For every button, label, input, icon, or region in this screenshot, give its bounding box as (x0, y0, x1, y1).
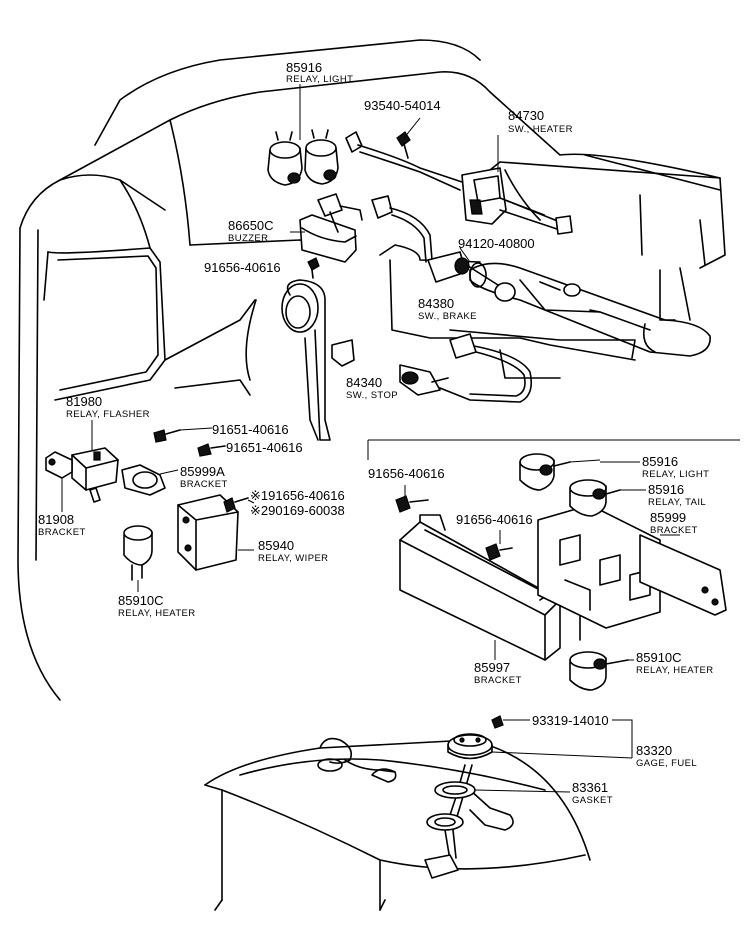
part-number: 81908 (38, 512, 74, 527)
label-85997: 85997 BRACKET (474, 660, 522, 686)
part-number: 86650C (228, 218, 274, 233)
screw-91656-c (485, 530, 513, 561)
part-desc: RELAY, FLASHER (66, 409, 150, 420)
heater-relay-85910c-left (123, 525, 153, 592)
label-83361: 83361 GASKET (572, 780, 613, 806)
label-85916-r1: 85916 RELAY, LIGHT (642, 454, 709, 480)
label-86650c: 86650C BUZZER (228, 218, 274, 244)
label-91656-b: 91656-40616 (368, 466, 445, 481)
label-94120: 94120-40800 (458, 236, 535, 251)
label-91651-b: 91651-40616 (226, 440, 303, 455)
screw-91651-a (153, 427, 213, 443)
label-83320: 83320 GAGE, FUEL (636, 743, 697, 769)
part-number: 84380 (418, 296, 454, 311)
screw-91651-b (197, 443, 226, 457)
label-85916-r2: 85916 RELAY, TAIL (648, 482, 706, 508)
part-number: 85997 (474, 660, 510, 675)
wiper-relay-85940 (177, 494, 254, 571)
part-desc: RELAY, TAIL (648, 497, 706, 508)
part-desc: SW., HEATER (508, 124, 573, 135)
part-desc: BRACKET (38, 527, 86, 538)
label-85910c-left: 85910C RELAY, HEATER (118, 593, 196, 619)
label-93319: 93319-14010 (532, 713, 609, 728)
label-91656-c: 91656-40616 (456, 512, 533, 527)
part-number: 85910C (118, 593, 164, 608)
brake-pedal-arm (281, 279, 355, 441)
part-number: 83320 (636, 743, 672, 758)
ln-bracket-box (367, 439, 740, 460)
part-number: 85999 (650, 510, 686, 525)
bracket-85999a (121, 464, 179, 496)
part-desc: BRACKET (180, 479, 228, 490)
gasket-83361 (426, 781, 571, 831)
screw-91656-a (307, 257, 320, 279)
part-desc: BRACKET (474, 675, 522, 686)
part-desc: SW., STOP (346, 390, 398, 401)
fuel-tank (204, 737, 591, 911)
relay-tail-85916-right (569, 479, 621, 517)
label-84730: 84730 SW., HEATER (508, 108, 573, 135)
heater-relay-85910c-right (569, 651, 629, 691)
label-85916-top: 85916 RELAY, LIGHT (286, 60, 353, 85)
label-81908: 81908 BRACKET (38, 512, 86, 538)
part-number: 85916 (642, 454, 678, 469)
label-81980: 81980 RELAY, FLASHER (66, 394, 150, 420)
part-desc: RELAY, HEATER (636, 665, 714, 676)
part-number: 84730 (508, 108, 544, 123)
steering-column (469, 262, 711, 357)
part-desc: GAGE, FUEL (636, 758, 697, 769)
buzzer-86650c (290, 193, 363, 263)
label-85910c-right: 85910C RELAY, HEATER (636, 650, 714, 676)
part-number: 85910C (636, 650, 682, 665)
part-number: 85916 (286, 60, 322, 75)
label-91656-a: 91656-40616 (204, 260, 281, 275)
part-desc: RELAY, WIPER (258, 553, 328, 564)
bracket-81908 (45, 451, 73, 512)
label-91651-a: 91651-40616 (212, 422, 289, 437)
label-84340: 84340 SW., STOP (346, 375, 398, 401)
label-85940: 85940 RELAY, WIPER (258, 538, 328, 564)
relay-light-pair-top (267, 129, 339, 186)
screw-91656-b (395, 485, 429, 513)
heater-switch-84730 (345, 131, 573, 235)
part-number: 85916 (648, 482, 684, 497)
brake-switch-84380 (371, 195, 516, 302)
label-191656: ※191656-40616 (250, 488, 345, 503)
relay-light-85916-right (519, 453, 601, 491)
bracket-85999-plate (537, 504, 727, 629)
part-desc: SW., BRAKE (418, 311, 477, 322)
leader-lines (247, 84, 646, 758)
label-290169: ※290169-60038 (250, 503, 345, 518)
label-93540: 93540-54014 (364, 98, 441, 113)
part-number: 84340 (346, 375, 382, 390)
part-number: 85999A (180, 464, 225, 479)
stop-switch-84340 (399, 333, 533, 403)
part-number: 85940 (258, 538, 294, 553)
flasher-relay-81980 (71, 420, 119, 503)
part-number: 83361 (572, 780, 608, 795)
part-desc: RELAY, HEATER (118, 608, 196, 619)
label-84380: 84380 SW., BRAKE (418, 296, 477, 322)
screw-93540 (396, 117, 421, 159)
part-desc: BRACKET (650, 525, 698, 536)
label-85999: 85999 BRACKET (650, 510, 698, 536)
part-desc: RELAY, LIGHT (286, 74, 353, 85)
part-desc: BUZZER (228, 233, 268, 244)
part-number: 81980 (66, 394, 102, 409)
part-desc: GASKET (572, 795, 613, 806)
label-85999a: 85999A BRACKET (180, 464, 228, 490)
part-desc: RELAY, LIGHT (642, 469, 709, 480)
